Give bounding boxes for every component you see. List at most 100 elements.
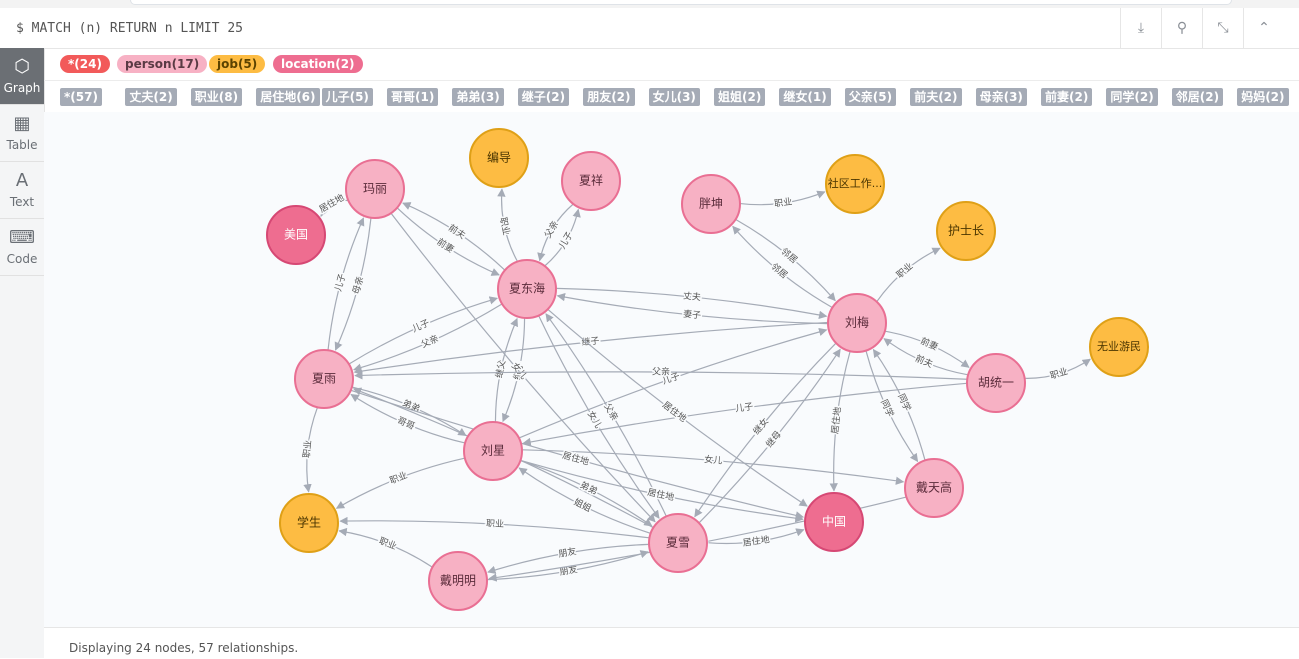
relationship-line[interactable] <box>547 308 808 507</box>
node-circle[interactable] <box>469 128 529 188</box>
relationship-line[interactable] <box>545 313 667 517</box>
query-text[interactable]: $ MATCH (n) RETURN n LIMIT 25 <box>16 21 243 36</box>
relationship-edge[interactable]: 职业 <box>338 527 433 568</box>
relationship-type-tag[interactable]: 职业(8) <box>190 88 243 106</box>
graph-node-person[interactable]: 胡统一 <box>966 353 1026 413</box>
graph-node-job[interactable]: 无业游民 <box>1089 317 1149 377</box>
relationship-line[interactable] <box>698 348 841 524</box>
relationship-edge[interactable]: 居住地 <box>520 459 804 523</box>
download-button[interactable]: ⤓ <box>1120 8 1161 48</box>
node-label-pill[interactable]: person(17) <box>117 55 208 73</box>
relationship-line[interactable] <box>556 287 828 320</box>
relationship-line[interactable] <box>303 407 318 493</box>
relationship-line[interactable] <box>520 459 804 523</box>
relationship-line[interactable] <box>350 393 466 444</box>
graph-node-location[interactable]: 美国 <box>266 205 326 265</box>
graph-node-person[interactable]: 夏祥 <box>561 151 621 211</box>
graph-node-job[interactable]: 社区工作... <box>825 154 885 214</box>
node-circle[interactable] <box>463 421 523 481</box>
view-code-button[interactable]: ⌨Code <box>0 219 44 276</box>
relationship-edge[interactable]: 邻居 <box>735 219 836 302</box>
relationship-type-tag[interactable]: 姐姐(2) <box>714 88 766 106</box>
node-circle[interactable] <box>681 174 741 234</box>
relationship-line[interactable] <box>390 213 656 523</box>
relationship-edge[interactable]: 邻居 <box>732 225 833 308</box>
relationship-line[interactable] <box>538 315 660 519</box>
graph-svg[interactable]: 居住地前妻前夫职业儿子父亲儿子母亲职业邻居邻居职业丈夫妻子继子儿子父亲前妻前夫职… <box>44 112 1299 627</box>
node-circle[interactable] <box>294 349 354 409</box>
relationship-type-tag[interactable]: 父亲(5) <box>844 88 897 106</box>
relationship-line[interactable] <box>537 203 574 262</box>
node-circle[interactable] <box>279 493 339 553</box>
relationship-line[interactable] <box>487 550 649 581</box>
graph-node-job[interactable]: 编导 <box>469 128 529 188</box>
node-label-pill[interactable]: location(2) <box>273 55 363 73</box>
relationship-edge[interactable]: 儿子 <box>522 382 967 447</box>
relationship-line[interactable] <box>694 342 837 518</box>
relationship-type-tag[interactable]: 前夫(2) <box>910 88 962 106</box>
relationship-type-tag[interactable]: 母亲(3) <box>975 88 1027 106</box>
graph-node-job[interactable]: 学生 <box>279 493 339 553</box>
relationship-type-tag[interactable]: 儿子(5) <box>321 88 373 106</box>
node-circle[interactable] <box>827 293 887 353</box>
relationship-edge[interactable]: 女儿 <box>522 449 905 485</box>
relationship-line[interactable] <box>707 528 805 545</box>
relationship-edge[interactable]: 职业 <box>740 190 826 211</box>
relationship-edge[interactable]: 居住地 <box>707 528 805 550</box>
node-circle[interactable] <box>428 551 488 611</box>
node-circle[interactable] <box>936 201 996 261</box>
pin-button[interactable]: ⚲ <box>1161 8 1202 48</box>
node-circle[interactable] <box>825 154 885 214</box>
relationship-type-tag[interactable]: 妈妈(2) <box>1237 88 1289 106</box>
relationship-edge[interactable]: 职业 <box>1024 358 1091 383</box>
node-circle[interactable] <box>966 353 1026 413</box>
relationship-line[interactable] <box>327 217 365 351</box>
relationship-edge[interactable]: 父亲 <box>354 364 968 380</box>
relationship-line[interactable] <box>520 460 653 527</box>
graph-node-person[interactable]: 胖坤 <box>681 174 741 234</box>
relationship-line[interactable] <box>740 190 826 206</box>
node-circle[interactable] <box>561 151 621 211</box>
relationship-line[interactable] <box>518 327 828 439</box>
relationship-edge[interactable]: 职业 <box>339 516 650 539</box>
relationship-line[interactable] <box>352 303 503 372</box>
relationship-line[interactable] <box>876 247 941 302</box>
node-circle[interactable] <box>904 458 964 518</box>
graph-node-person[interactable]: 玛丽 <box>345 159 405 219</box>
relationship-line[interactable] <box>348 296 499 365</box>
relationship-type-tag[interactable]: 朋友(2) <box>583 88 635 106</box>
relationship-type-tag[interactable]: *(57) <box>60 88 102 106</box>
relationship-line[interactable] <box>732 225 833 308</box>
relationship-edge[interactable]: 儿子 <box>518 327 828 439</box>
relationship-line[interactable] <box>494 317 518 422</box>
node-label-pill[interactable]: job(5) <box>209 55 266 73</box>
relationship-line[interactable] <box>556 292 828 325</box>
relationship-line[interactable] <box>522 449 905 485</box>
relationship-edge[interactable]: 居住地 <box>827 351 851 492</box>
relationship-edge[interactable]: 父亲 <box>352 303 503 372</box>
relationship-line[interactable] <box>883 338 969 376</box>
relationship-edge[interactable]: 前夫 <box>402 202 506 271</box>
relationship-line[interactable] <box>544 208 581 267</box>
relationship-type-tag[interactable]: 同学(2) <box>1106 88 1158 106</box>
relationship-edge[interactable]: 居住地 <box>315 190 349 218</box>
node-circle[interactable] <box>1089 317 1149 377</box>
relationship-line[interactable] <box>353 321 828 376</box>
relationship-line[interactable] <box>339 516 650 539</box>
relationship-type-tag[interactable]: 继子(2) <box>517 88 570 106</box>
relationship-type-tag[interactable]: 哥哥(1) <box>387 88 439 106</box>
relationship-line[interactable] <box>320 199 349 218</box>
graph-node-person[interactable]: 刘星 <box>463 421 523 481</box>
relationship-type-tag[interactable]: 前妻(2) <box>1041 88 1093 106</box>
relationship-edge[interactable]: 职业 <box>300 407 318 493</box>
graph-node-person[interactable]: 夏雪 <box>648 513 708 573</box>
node-circle[interactable] <box>648 513 708 573</box>
relationship-line[interactable] <box>487 543 649 574</box>
relationship-edge[interactable]: 职业 <box>335 457 465 509</box>
relationship-type-tag[interactable]: 弟弟(3) <box>452 88 504 106</box>
relationship-edge[interactable]: 职业 <box>876 247 941 302</box>
relationship-line[interactable] <box>350 389 804 520</box>
relationship-line[interactable] <box>338 527 433 568</box>
node-circle[interactable] <box>266 205 326 265</box>
graph-node-person[interactable]: 夏雨 <box>294 349 354 409</box>
